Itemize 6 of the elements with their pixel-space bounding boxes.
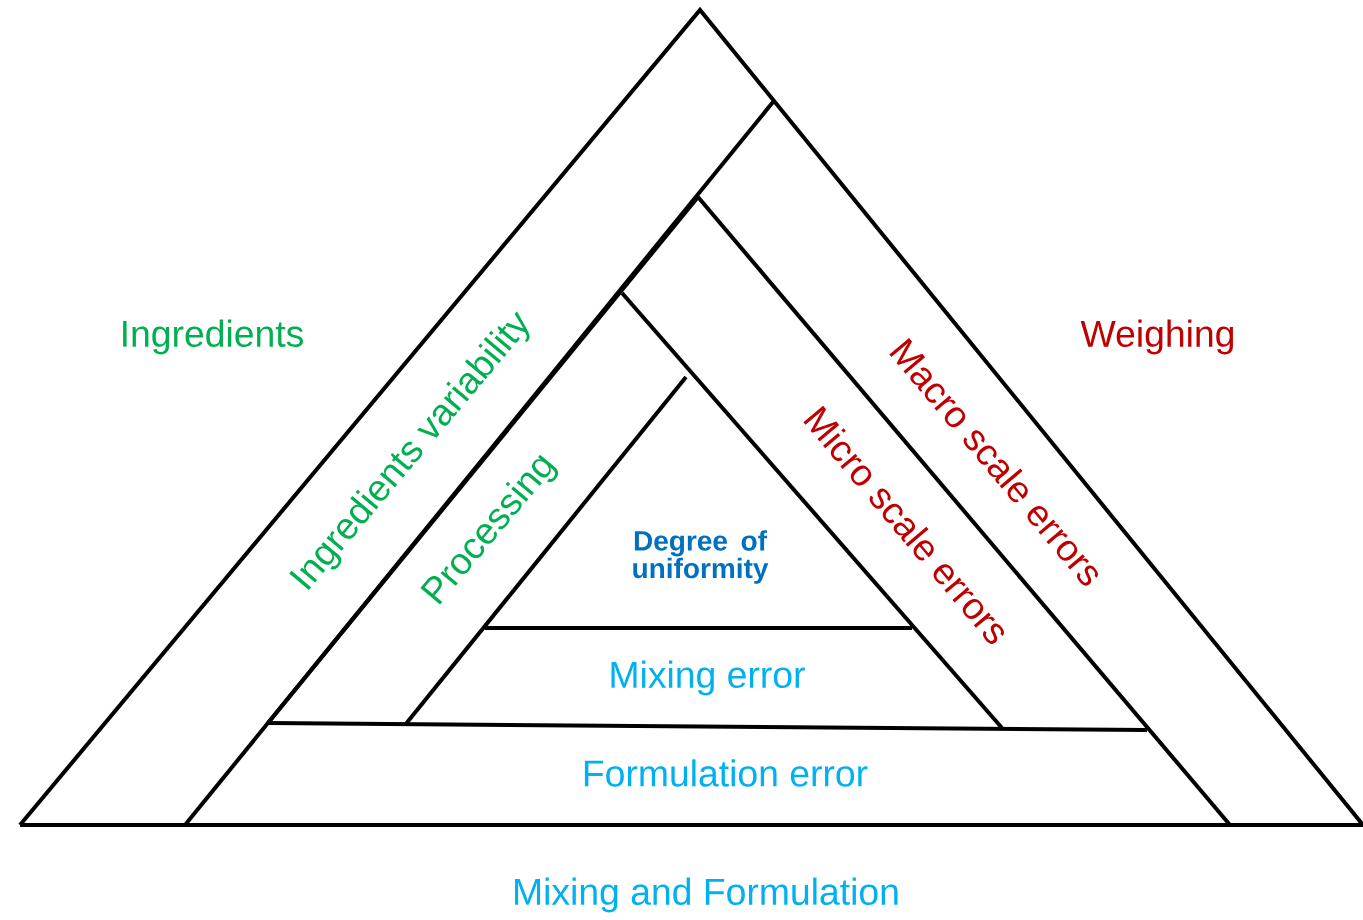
- side-label: Ingredients: [123, 319, 303, 355]
- center-label: Degree of uniformity: [633, 530, 769, 584]
- band-label: Mixing error: [611, 660, 805, 696]
- side-label: Weighing: [1080, 319, 1234, 355]
- caption: Mixing and Formulation: [515, 877, 898, 913]
- band-label: Formulation error: [584, 759, 868, 787]
